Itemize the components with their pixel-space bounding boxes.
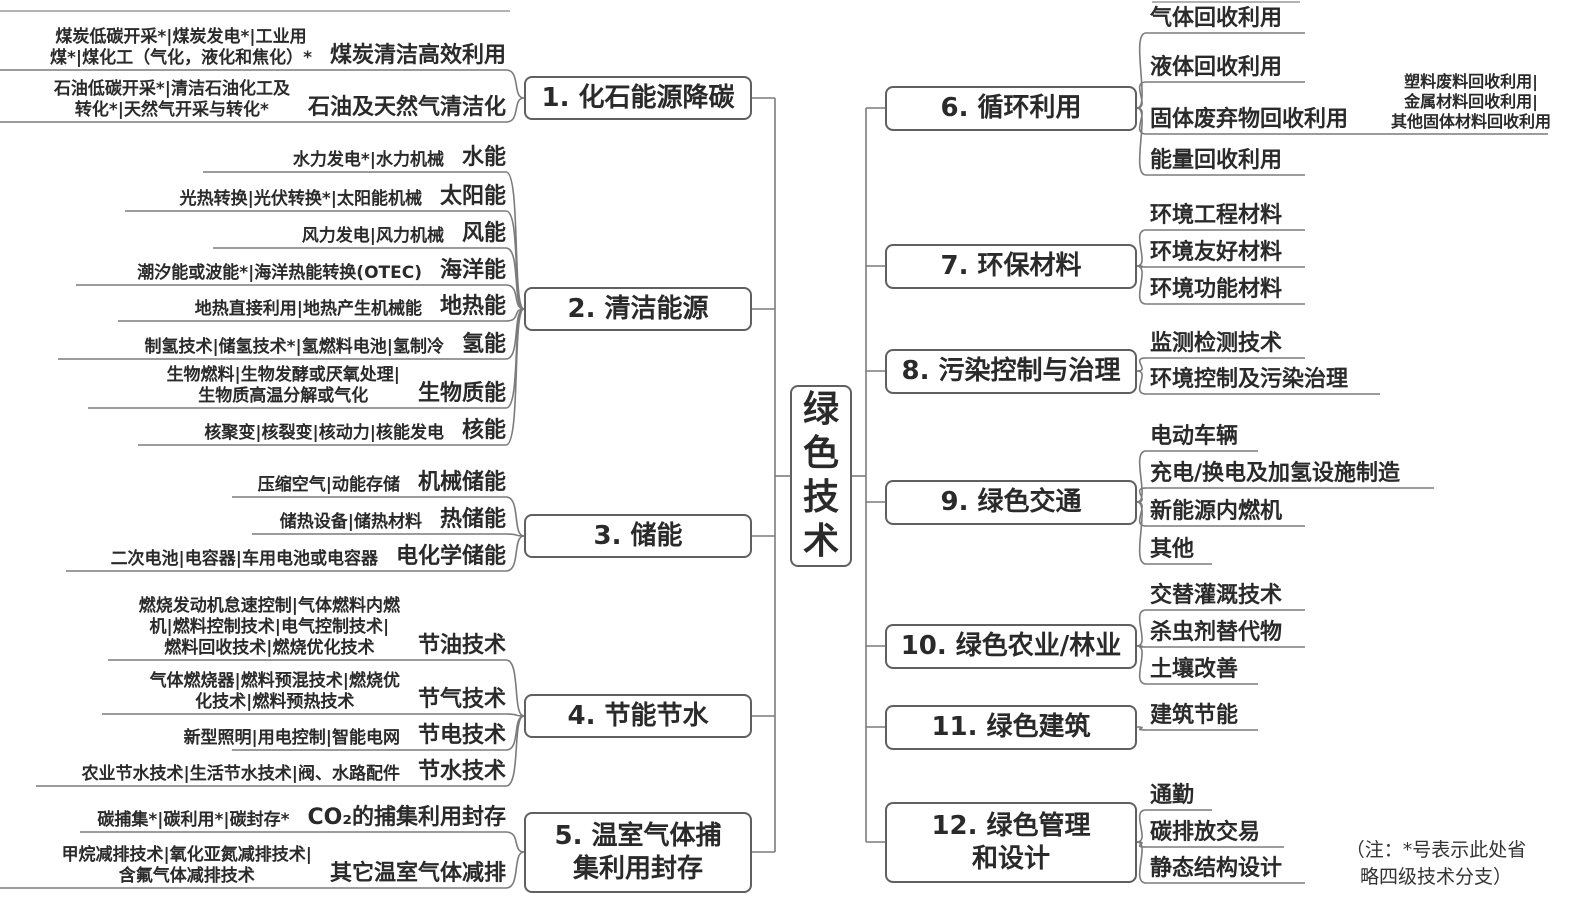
- branch-box-4-energy-water-saving: 4. 节能节水: [524, 694, 752, 738]
- node-electric-vehicles: 电动车辆: [1150, 424, 1239, 449]
- node-transport-other: 其他: [1150, 537, 1195, 562]
- leaf-text: 新型照明|用电控制|智能电网: [183, 728, 400, 748]
- node-biomass-energy: 生物燃料|生物发酵或厌氧处理| 生物质高温分解或气化 生物质能: [167, 365, 506, 407]
- branch-box-1-fossil-energy: 1. 化石能源降碳: [524, 76, 752, 120]
- leaf-text: 核聚变|核裂变|核动力|核能发电: [204, 423, 444, 443]
- leaf-text: 制氢技术|储氢技术*|氢燃料电池|氢制冷: [144, 337, 444, 357]
- node-carbon-trading: 碳排放交易: [1150, 820, 1261, 845]
- node-coal-clean-use: 煤炭低碳开采*|煤炭发电*|工业用 煤*|煤化工（气化，液化和焦化）* 煤炭清洁…: [50, 27, 506, 69]
- left-trunk: [752, 97, 790, 853]
- node-alternate-irrigation: 交替灌溉技术: [1150, 583, 1283, 608]
- node-new-energy-engine: 新能源内燃机: [1150, 499, 1283, 524]
- branch-box-11-green-building: 11. 绿色建筑: [885, 705, 1137, 750]
- branch-box-2-clean-energy: 2. 清洁能源: [524, 287, 752, 331]
- branch-box-7-eco-materials: 7. 环保材料: [885, 244, 1137, 289]
- leaf-text: 地热直接利用|地热产生机械能: [194, 299, 422, 319]
- node-charging-facilities: 充电/换电及加氢设施制造: [1150, 461, 1401, 486]
- branch-box-8-pollution-control: 8. 污染控制与治理: [885, 349, 1137, 394]
- node-hydro-energy: 水力发电*|水力机械 水能: [293, 145, 506, 171]
- branch-label: 石油及天然气清洁化: [307, 95, 506, 120]
- leaf-text: 储热设备|储热材料: [279, 512, 422, 532]
- right-trunk: [852, 107, 885, 843]
- node-nuclear-energy: 核聚变|核裂变|核动力|核能发电 核能: [204, 418, 506, 444]
- branch-label: 地热能: [439, 294, 506, 319]
- node-ocean-energy: 潮汐能或波能*|海洋热能转换(OTEC) 海洋能: [137, 258, 506, 284]
- leaf-text: 生物燃料|生物发酵或厌氧处理| 生物质高温分解或气化: [166, 365, 400, 406]
- node-gas-recycling: 气体回收利用: [1150, 6, 1283, 31]
- branch-box-10-green-agriculture: 10. 绿色农业/林业: [885, 624, 1137, 669]
- branch-label: 节气技术: [417, 687, 506, 712]
- branch-label: 其它温室气体减排: [329, 861, 506, 886]
- leaf-text: 潮汐能或波能*|海洋热能转换(OTEC): [137, 263, 422, 283]
- node-gas-saving: 气体燃烧器|燃料预混技术|燃烧优 化技术|燃料预热技术 节气技术: [150, 671, 506, 713]
- leaf-text: 甲烷减排技术|氧化亚氮减排技术| 含氟气体减排技术: [61, 845, 312, 886]
- branch-label: 生物质能: [417, 381, 506, 406]
- leaf-text: 二次电池|电容器|车用电池或电容器: [110, 549, 378, 569]
- left-branch-underlines: [0, 69, 525, 889]
- leaf-text: 煤炭低碳开采*|煤炭发电*|工业用 煤*|煤化工（气化，液化和焦化）*: [49, 27, 312, 68]
- leaf-text: 气体燃烧器|燃料预混技术|燃烧优 化技术|燃料预热技术: [149, 671, 400, 712]
- leaf-solid-waste-detail: 塑料废料回收利用| 金属材料回收利用| 其他固体材料回收利用: [1390, 72, 1551, 131]
- branch-label: 节电技术: [417, 723, 506, 748]
- node-thermal-storage: 储热设备|储热材料 热储能: [280, 507, 506, 533]
- footnote: （注：*号表示此处省 略四级技术分支）: [1345, 839, 1527, 888]
- node-co2-capture: 碳捕集*|碳利用*|碳封存* CO₂的捕集利用封存: [97, 805, 506, 831]
- node-env-control-pollution: 环境控制及污染治理: [1150, 367, 1349, 392]
- node-soil-improvement: 土壤改善: [1150, 657, 1239, 682]
- node-other-ghg-reduction: 甲烷减排技术|氧化亚氮减排技术| 含氟气体减排技术 其它温室气体减排: [62, 845, 506, 887]
- branch-box-9-green-transport: 9. 绿色交通: [885, 480, 1137, 525]
- branch-label: 核能: [461, 418, 506, 443]
- leaf-text: 光热转换|光伏转换*|太阳能机械: [179, 189, 422, 209]
- node-electricity-saving: 新型照明|用电控制|智能电网 节电技术: [184, 723, 506, 749]
- node-geothermal-energy: 地热直接利用|地热产生机械能 地热能: [195, 294, 506, 320]
- leaf-text: 燃烧发动机怠速控制|气体燃料内燃 机|燃料控制技术|电气控制技术| 燃料回收技术…: [138, 596, 400, 658]
- branch-label: 海洋能: [439, 258, 506, 283]
- leaf-text: 石油低碳开采*|清洁石油化工及 转化*|天然气开采与转化*: [53, 79, 290, 120]
- node-electrochemical-storage: 二次电池|电容器|车用电池或电容器 电化学储能: [111, 544, 506, 570]
- branch-label: 节油技术: [417, 633, 506, 658]
- branch-label: 水能: [461, 145, 506, 170]
- node-oil-gas-clean: 石油低碳开采*|清洁石油化工及 转化*|天然气开采与转化* 石油及天然气清洁化: [54, 79, 506, 121]
- node-fuel-saving: 燃烧发动机怠速控制|气体燃料内燃 机|燃料控制技术|电气控制技术| 燃料回收技术…: [139, 596, 506, 659]
- leaf-text: 压缩空气|动能存储: [257, 475, 400, 495]
- node-hydrogen-energy: 制氢技术|储氢技术*|氢燃料电池|氢制冷 氢能: [144, 332, 506, 358]
- branch-box-3-energy-storage: 3. 储能: [524, 514, 752, 558]
- root-node: 绿 色 技 术: [790, 385, 852, 567]
- node-env-functional-materials: 环境功能材料: [1150, 277, 1283, 302]
- leaf-text: 风力发电|风力机械: [301, 226, 444, 246]
- branch-box-5-ghg-capture: 5. 温室气体捕 集利用封存: [524, 812, 752, 893]
- node-solid-waste-recycling: 固体废弃物回收利用: [1150, 107, 1349, 132]
- branch-label: 热储能: [439, 507, 506, 532]
- right-branch-underlines: [1136, 32, 1548, 884]
- node-liquid-recycling: 液体回收利用: [1150, 55, 1283, 80]
- node-building-energy-saving: 建筑节能: [1150, 703, 1239, 728]
- leaf-text: 水力发电*|水力机械: [292, 150, 444, 170]
- node-commuting: 通勤: [1150, 783, 1195, 808]
- node-static-structure-design: 静态结构设计: [1150, 856, 1283, 881]
- branch-label: 氢能: [461, 332, 506, 357]
- node-wind-energy: 风力发电|风力机械 风能: [302, 221, 506, 247]
- leaf-text: 碳捕集*|碳利用*|碳封存*: [97, 810, 290, 830]
- node-energy-recovery: 能量回收利用: [1150, 148, 1283, 173]
- node-env-engineering-materials: 环境工程材料: [1150, 203, 1283, 228]
- node-monitoring-detection: 监测检测技术: [1150, 331, 1283, 356]
- node-solar-energy: 光热转换|光伏转换*|太阳能机械 太阳能: [180, 184, 506, 210]
- branch-label: 电化学储能: [395, 544, 506, 569]
- node-env-friendly-materials: 环境友好材料: [1150, 240, 1283, 265]
- branch-label: 风能: [461, 221, 506, 246]
- branch-box-6-recycling: 6. 循环利用: [885, 86, 1137, 131]
- node-pesticide-alternatives: 杀虫剂替代物: [1150, 620, 1283, 645]
- branch-label: 太阳能: [439, 184, 506, 209]
- node-mechanical-storage: 压缩空气|动能存储 机械储能: [258, 470, 506, 496]
- branch-label: 节水技术: [417, 759, 506, 784]
- node-water-saving: 农业节水技术|生活节水技术|阀、水路配件 节水技术: [82, 759, 506, 785]
- branch-label: 机械储能: [417, 470, 506, 495]
- leaf-text: 农业节水技术|生活节水技术|阀、水路配件: [81, 764, 400, 784]
- crop-artifact-lines: [0, 1, 1300, 12]
- branch-label: 煤炭清洁高效利用: [329, 43, 506, 68]
- branch-label: CO₂的捕集利用封存: [307, 805, 506, 830]
- branch-box-12-green-management: 12. 绿色管理 和设计: [885, 802, 1137, 883]
